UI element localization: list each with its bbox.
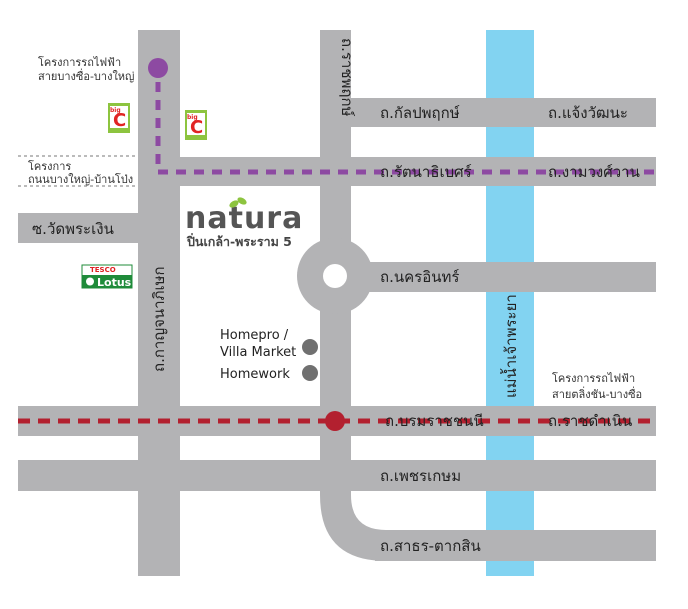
tesco-lotus-logo: TESCO Lotus xyxy=(81,264,133,289)
place-homepro-2: Villa Market xyxy=(220,345,296,360)
road-kanlapaphruek xyxy=(320,98,656,127)
label-chao-phraya: แม่น้ำเจ้าพระยา xyxy=(500,294,520,398)
label-rattanathibet: ถ.รัตนาธิเบศร์ xyxy=(380,163,472,181)
place-homepro-1: Homepro / xyxy=(220,328,289,343)
note-road-project-2: ถนนบางใหญ่-บ้านโป่ง xyxy=(28,172,133,186)
note-purple-line-1: โครงการรถไฟฟ้า xyxy=(38,55,121,69)
road-sathon-taksin-curve xyxy=(320,490,390,561)
road-nakhon-in xyxy=(335,262,656,292)
svg-text:C: C xyxy=(113,110,126,131)
label-nakhon-in: ถ.นครอินทร์ xyxy=(380,268,459,286)
roundabout-center xyxy=(323,264,347,288)
place-homework: Homework xyxy=(220,367,290,382)
homepro-marker xyxy=(302,339,318,355)
brand-name: natura xyxy=(185,201,303,236)
bigc-logo-1: C big xyxy=(108,103,130,133)
road-phetkasem xyxy=(18,460,656,491)
brand-subtitle: ปิ่นเกล้า-พระราม 5 xyxy=(186,233,292,249)
label-chaengwattana: ถ.แจ้งวัฒนะ xyxy=(548,104,628,122)
red-line-station xyxy=(325,411,345,431)
road-sathon-taksin xyxy=(375,530,656,561)
road-wat-phra-ngoen xyxy=(18,213,180,243)
svg-text:big: big xyxy=(110,107,121,114)
homework-marker xyxy=(302,365,318,381)
svg-text:big: big xyxy=(187,114,198,121)
label-sathon-taksin: ถ.สาธร-ตากสิน xyxy=(380,537,481,555)
brand-leaf-icon xyxy=(229,197,247,208)
label-ngamwongwan: ถ.งามวงศ์วาน xyxy=(548,163,640,181)
label-borommaratchachonnani: ถ.บรมราชชนนี xyxy=(385,412,484,430)
purple-line xyxy=(155,82,656,175)
note-road-project-1: โครงการ xyxy=(28,159,71,173)
label-kanlapaphruek: ถ.กัลปพฤกษ์ xyxy=(380,104,460,122)
tesco-text: TESCO xyxy=(90,266,116,274)
label-ratchadamnoen: ถ.ราชดำเนิน xyxy=(548,412,632,430)
label-wat-phra-ngoen: ซ.วัดพระเงิน xyxy=(32,220,114,238)
road-ratchaphruek-south xyxy=(320,280,351,490)
label-kanchanaphisek: ถ.กาญจนาภิเษก xyxy=(150,266,168,372)
label-ratchaphruek: ถ.ราชพฤกษ์ xyxy=(338,38,356,117)
lotus-text: Lotus xyxy=(97,276,132,289)
purple-line-station xyxy=(148,58,168,78)
svg-text:C: C xyxy=(190,117,203,138)
label-phetkasem: ถ.เพชรเกษม xyxy=(380,467,461,485)
note-red-line-1: โครงการรถไฟฟ้า xyxy=(552,371,635,385)
note-red-line-2: สายตลิ่งชัน-บางซื่อ xyxy=(552,386,642,401)
note-purple-line-2: สายบางซื่อ-บางใหญ่ xyxy=(38,68,134,83)
bigc-logo-2: C big xyxy=(185,110,207,140)
